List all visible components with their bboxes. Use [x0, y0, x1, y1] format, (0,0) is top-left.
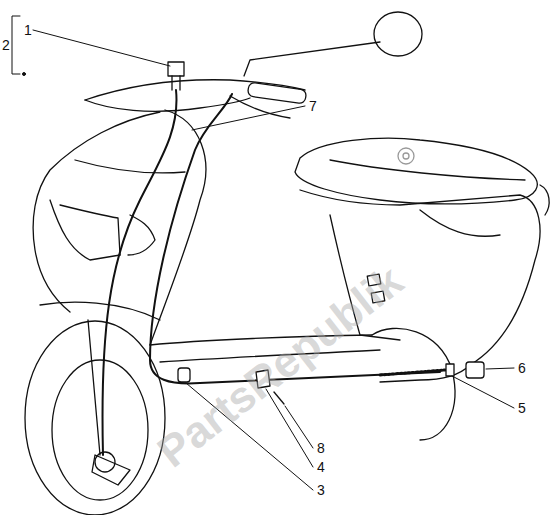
rear-wheel — [372, 328, 455, 440]
grommet — [178, 368, 190, 382]
gear-icon — [398, 148, 414, 164]
leader-lines — [12, 16, 514, 490]
threaded-end — [380, 370, 445, 375]
badge — [128, 215, 155, 255]
gear-icon — [403, 153, 409, 159]
front-tire — [25, 321, 165, 515]
brake-lever — [230, 96, 290, 118]
front-shield — [33, 112, 160, 312]
callout-number: 3 — [317, 483, 325, 497]
fork — [88, 320, 100, 455]
mirror — [374, 12, 422, 56]
headlight — [60, 205, 120, 255]
brake-plate — [92, 455, 130, 485]
leader-line — [33, 30, 170, 66]
speedometer-unit — [168, 62, 184, 76]
front-rim — [52, 360, 148, 500]
callout-number: 8 — [317, 441, 325, 455]
headlight — [50, 200, 120, 260]
shield-line — [75, 160, 185, 173]
rear-body — [300, 190, 540, 382]
adjuster-nut — [466, 362, 484, 378]
callout-number: 4 — [317, 460, 325, 474]
seat-seam — [330, 160, 525, 180]
callout-number: 7 — [309, 99, 317, 113]
speedometer-cable — [102, 90, 176, 455]
leader-line — [192, 106, 305, 130]
leader-line — [266, 389, 313, 467]
front-fender — [40, 302, 160, 320]
group-bracket — [12, 16, 20, 74]
handlebar — [85, 80, 305, 100]
tail-light — [540, 185, 549, 215]
leader-line — [486, 368, 514, 369]
speedometer-unit — [172, 76, 180, 90]
ferrule — [446, 364, 454, 376]
callout-number: 1 — [24, 23, 32, 37]
callout-number: 2 — [2, 38, 10, 52]
seat — [295, 138, 537, 204]
panel-line — [420, 210, 500, 236]
bracket-dot — [23, 73, 26, 76]
callout-number: 6 — [518, 361, 526, 375]
watermark: PartsRepublik — [150, 258, 410, 475]
mirror-stem — [244, 42, 380, 76]
callout-number: 5 — [518, 401, 526, 415]
grip — [247, 82, 306, 104]
leader-line — [452, 376, 514, 408]
